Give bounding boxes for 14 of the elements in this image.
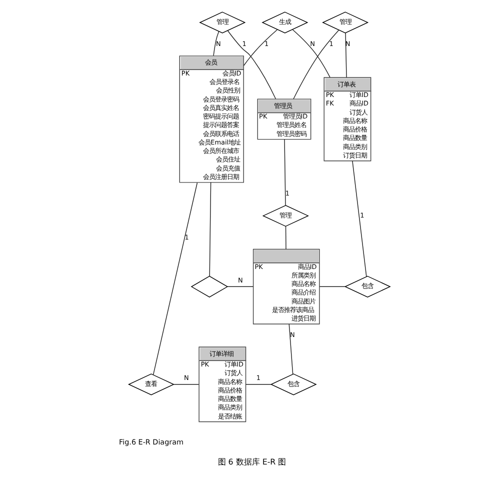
connector xyxy=(345,32,347,78)
label: Fig.6 E-R Diagram xyxy=(119,436,184,446)
connector xyxy=(227,30,276,99)
connector xyxy=(243,28,278,66)
node-diamond xyxy=(190,275,228,297)
connector xyxy=(152,182,198,375)
connector xyxy=(293,29,340,99)
connector xyxy=(209,182,212,276)
connector xyxy=(288,323,294,374)
connector xyxy=(285,226,286,249)
connector xyxy=(284,138,286,206)
connector xyxy=(352,160,367,276)
connector xyxy=(292,28,330,78)
connector xyxy=(213,30,220,56)
